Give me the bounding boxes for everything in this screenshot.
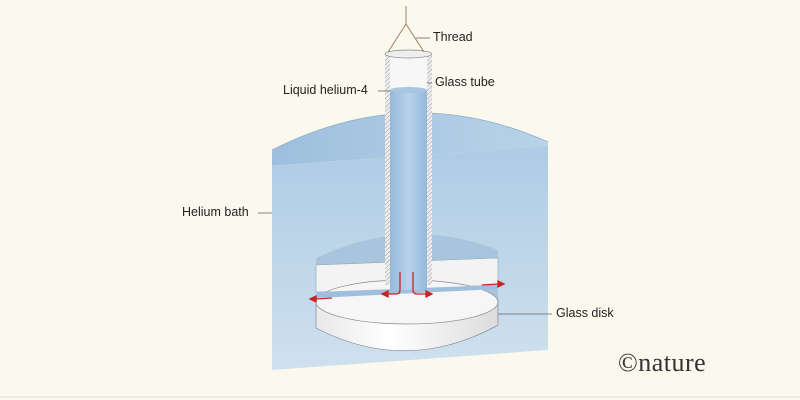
label-glass-tube: Glass tube bbox=[435, 75, 495, 89]
disk-cutout bbox=[315, 234, 499, 352]
label-glass-disk: Glass disk bbox=[556, 306, 614, 320]
label-liquid-helium: Liquid helium-4 bbox=[283, 83, 368, 97]
leader-lines bbox=[258, 37, 552, 315]
label-helium-bath: Helium bath bbox=[182, 205, 249, 219]
glass-tube bbox=[384, 49, 433, 290]
flow-arrows bbox=[308, 272, 506, 304]
nature-logo: ©nature bbox=[618, 348, 707, 377]
label-thread: Thread bbox=[433, 30, 473, 44]
thread bbox=[387, 6, 425, 53]
